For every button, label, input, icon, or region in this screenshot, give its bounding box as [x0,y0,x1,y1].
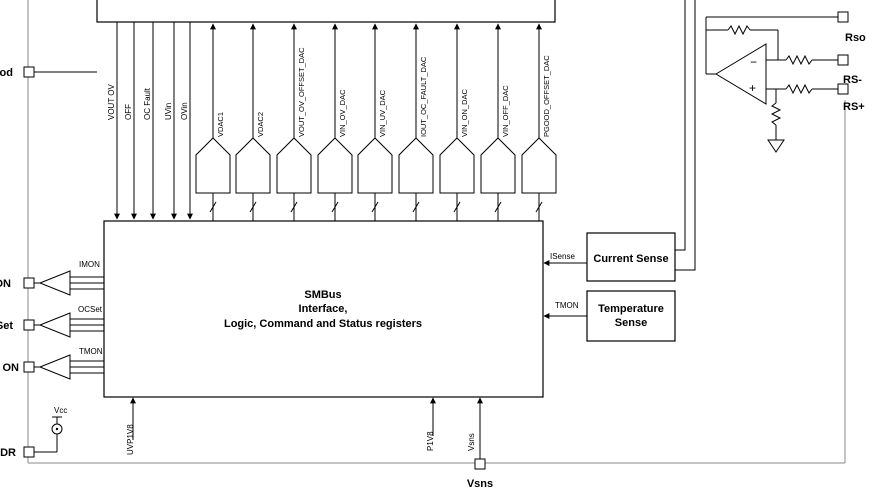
temperature-sense-block [586,290,676,342]
imon-pin-label: ON [0,278,11,290]
pgood-pin-label: od [0,67,13,79]
imon-pin [23,277,35,289]
rs-plus-pin-label: RS+ [843,101,865,113]
dac-label: VIN_OV_DAC [338,89,347,137]
dac-label: PGOOD_OFFSET_DAC [542,55,551,137]
dac-label: VDAC2 [256,112,265,137]
dac-label: VOUT_OV_OFFSET_DAC [297,47,306,137]
uvp-signal-label: UVP1V8 [126,424,135,455]
pgood-pin [23,66,35,78]
vcc-label: Vcc [54,406,67,415]
rso-pin-label: Rso [845,32,866,44]
dac-symbol [398,137,434,194]
p1v8-signal-label: P1V8 [426,431,435,451]
ground-icon [767,139,785,153]
addr-pin [23,446,35,458]
dac-symbol [357,137,393,194]
imon-channel: ON IMON [0,260,104,296]
opamp-plus-sign: + [749,81,756,95]
dac-symbol [521,137,557,194]
main-block-line3: Logic, Command and Status registers [224,318,422,330]
top-output-label: OFF [124,104,133,120]
current-sense-block [586,232,676,282]
dac-symbol [439,137,475,194]
opamp-minus-sign: − [750,55,757,69]
dac-symbol [235,137,271,194]
ocset-signal-label: OCSet [78,305,103,314]
dac-label: VDAC1 [216,112,225,137]
ocset-channel: Set OCSet [0,305,104,338]
ocset-pin [23,319,35,331]
imon-signal-label: IMON [79,260,100,269]
dac-label: VIN_ON_DAC [460,88,469,137]
tmon-pin [23,361,35,373]
top-output-lines: VOUT OV OFF OC Fault UVin OVin [107,22,193,220]
dac-symbol [480,137,516,194]
top-output-label: OC Fault [143,87,152,120]
dac-symbol [195,137,231,194]
addr-pin-label: DR [0,447,16,459]
current-sense-label: Current Sense [593,253,668,265]
top-block [96,0,556,23]
tmon-sense-signal-label: TMON [555,301,579,310]
rs-minus-pin [837,54,849,66]
dac-label: IOUT_OC_FAULT_DAC [419,56,428,137]
top-output-label: UVin [164,103,173,120]
dac-symbol [317,137,353,194]
vsns-signal-label: Vsns [467,433,476,451]
dac-label: VIN_OFF_DAC [501,85,510,137]
isense-signal-label: ISense [550,252,575,261]
tmon-channel: ON TMON [3,347,104,380]
top-output-label: VOUT OV [107,83,116,120]
vsns-pin [474,458,486,470]
temperature-sense-line2: Sense [615,317,647,329]
sense-amplifier: Rso − + RS- RS+ [705,11,866,153]
tmon-signal-label: TMON [79,347,103,356]
dac-label: VIN_UV_DAC [378,89,387,137]
dac-symbol [276,137,312,194]
temperature-sense-line1: Temperature [598,303,664,315]
main-block-line2: Interface, [299,303,348,315]
main-block-title: SMBus [304,289,341,301]
rs-plus-pin [837,83,849,95]
vsns-pin-label: Vsns [467,478,493,490]
tmon-pin-label: ON [3,362,20,374]
rso-pin [837,11,849,23]
top-output-label: OVin [180,102,189,120]
rs-minus-pin-label: RS- [843,74,862,86]
main-logic-block [103,220,544,398]
dac-array: VDAC1 VDAC2 VOUT_OV_OFFSET_DAC VIN_OV_DAC VI… [195,23,557,221]
ocset-pin-label: Set [0,320,13,332]
